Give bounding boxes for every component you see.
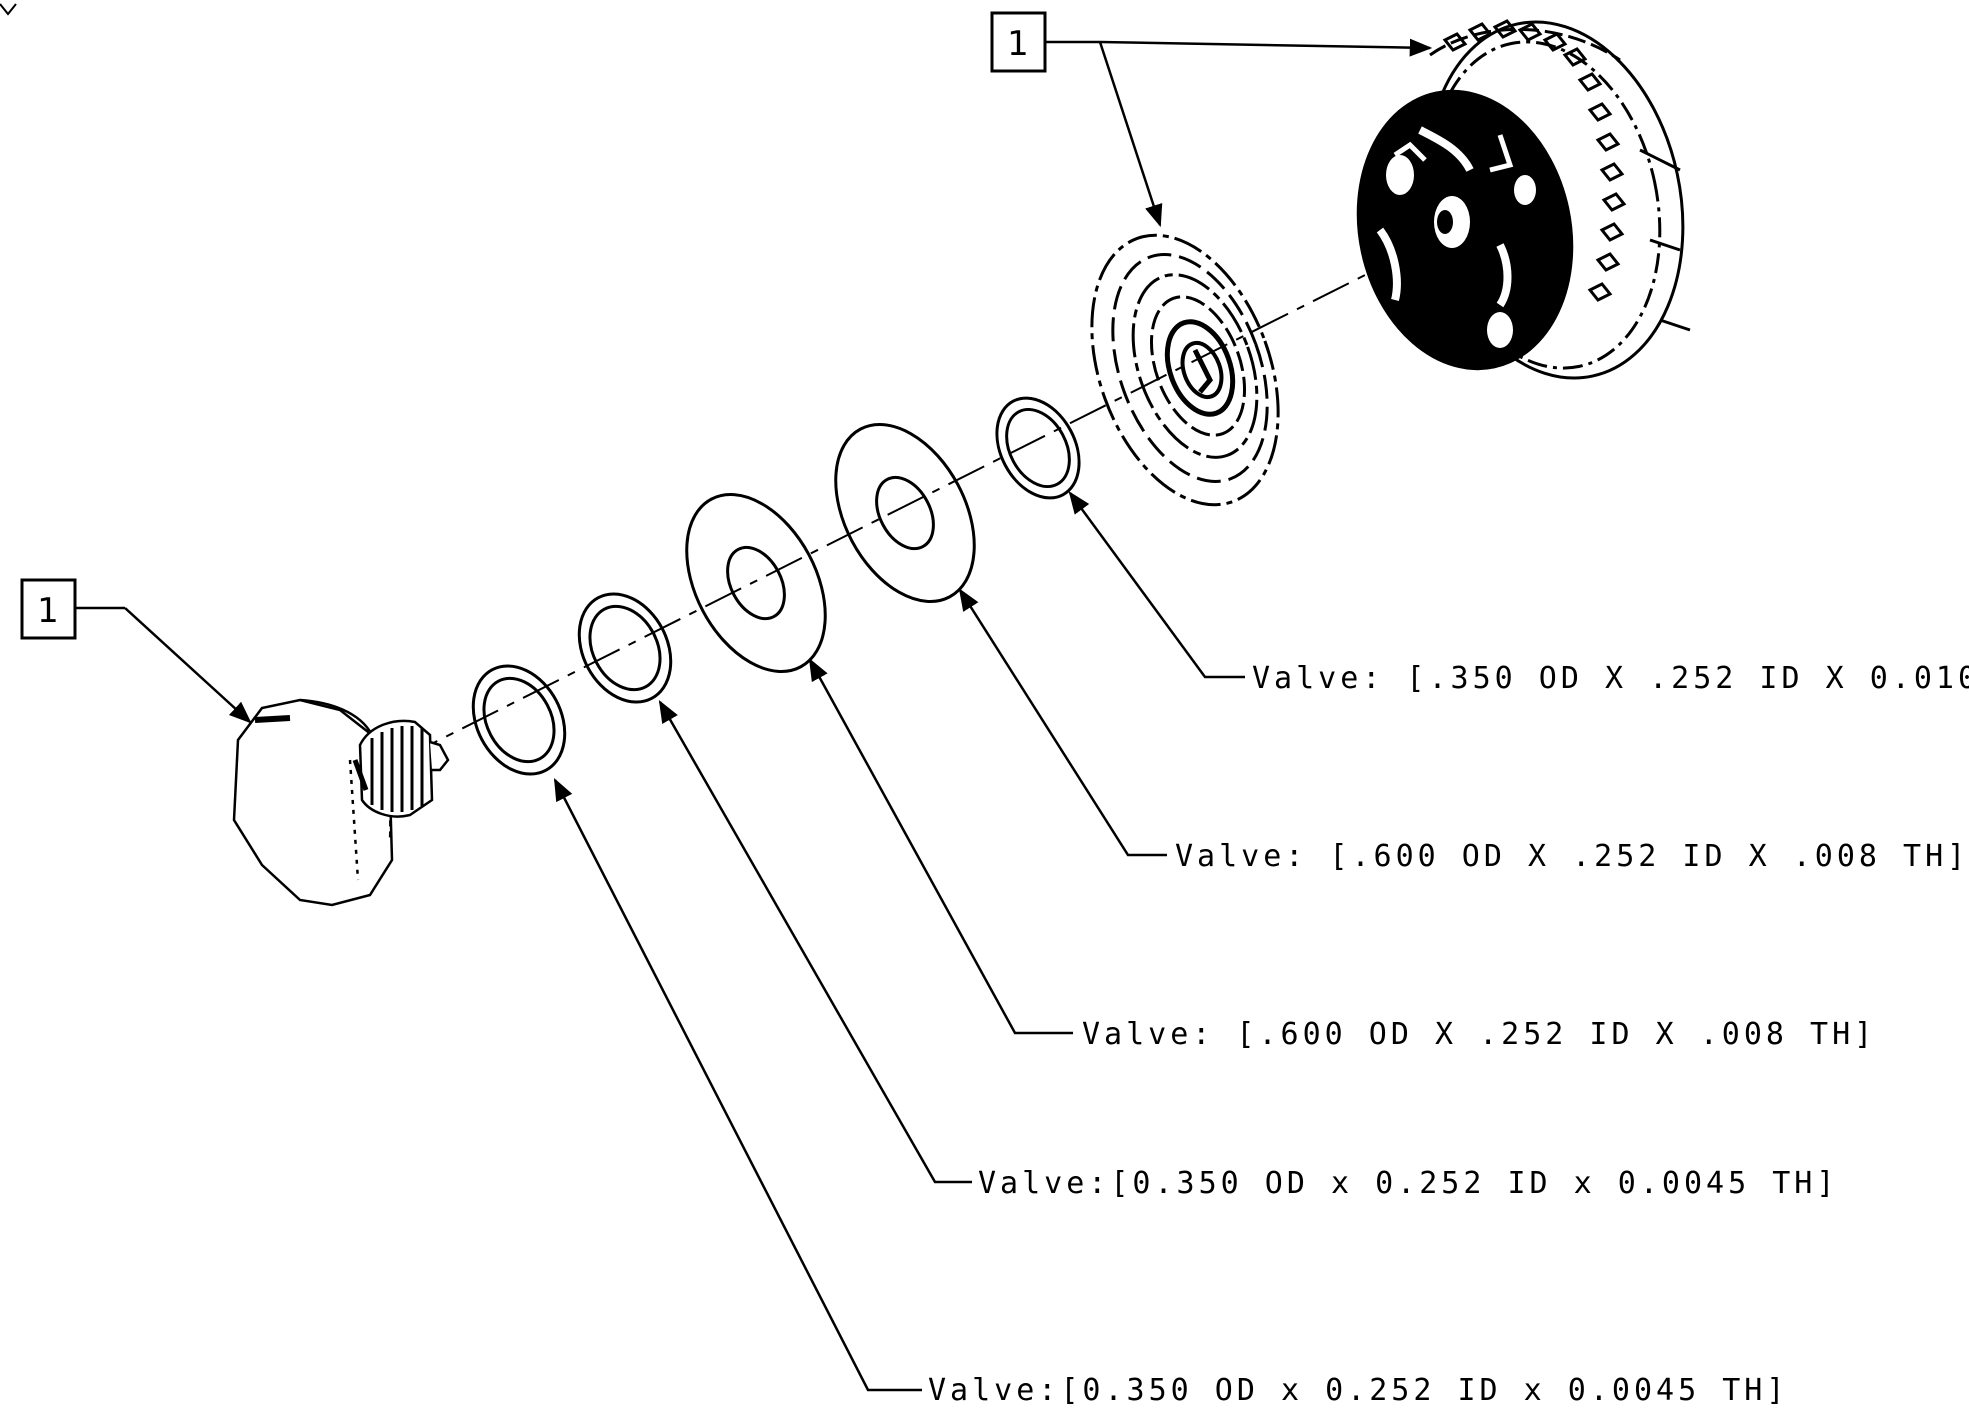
- callout-text-washer-1: Valve:[0.350 OD x 0.252 ID x 0.0045 TH]: [928, 1373, 1788, 1408]
- washer-small-3: [995, 396, 1081, 500]
- balloon-1-left-leader: [75, 606, 252, 724]
- callout-text-washer-2: Valve:[0.350 OD x 0.252 ID x 0.0045 TH]: [978, 1166, 1838, 1201]
- washer-large-2: [834, 423, 976, 603]
- balloon-1-left: 1: [20, 578, 77, 640]
- plug-part: [232, 698, 450, 907]
- balloon-1-top: 1: [990, 11, 1047, 73]
- callout-text-washer-4: Valve: [.600 OD X .252 ID X .008 TH]: [1175, 839, 1969, 874]
- washer-small-1: [471, 664, 567, 776]
- balloon-1-top-leaders: [1045, 38, 1433, 228]
- corner-mark: [0, 3, 17, 16]
- assembly-centerline: [279, 254, 1406, 821]
- washer-small-2: [577, 592, 673, 704]
- balloon-1-left-label: 1: [37, 591, 59, 631]
- washer-large-1: [685, 493, 827, 673]
- valve-seat-disc: [1090, 233, 1280, 507]
- valve-housing: [1356, 19, 1691, 380]
- callout-text-washer-3: Valve: [.600 OD X .252 ID X .008 TH]: [1082, 1017, 1876, 1052]
- callout-leaders: [553, 491, 1245, 1392]
- callout-text-washer-5: Valve: [.350 OD X .252 ID X 0.010 TH]: [1252, 661, 1969, 696]
- balloon-1-top-label: 1: [1007, 24, 1029, 64]
